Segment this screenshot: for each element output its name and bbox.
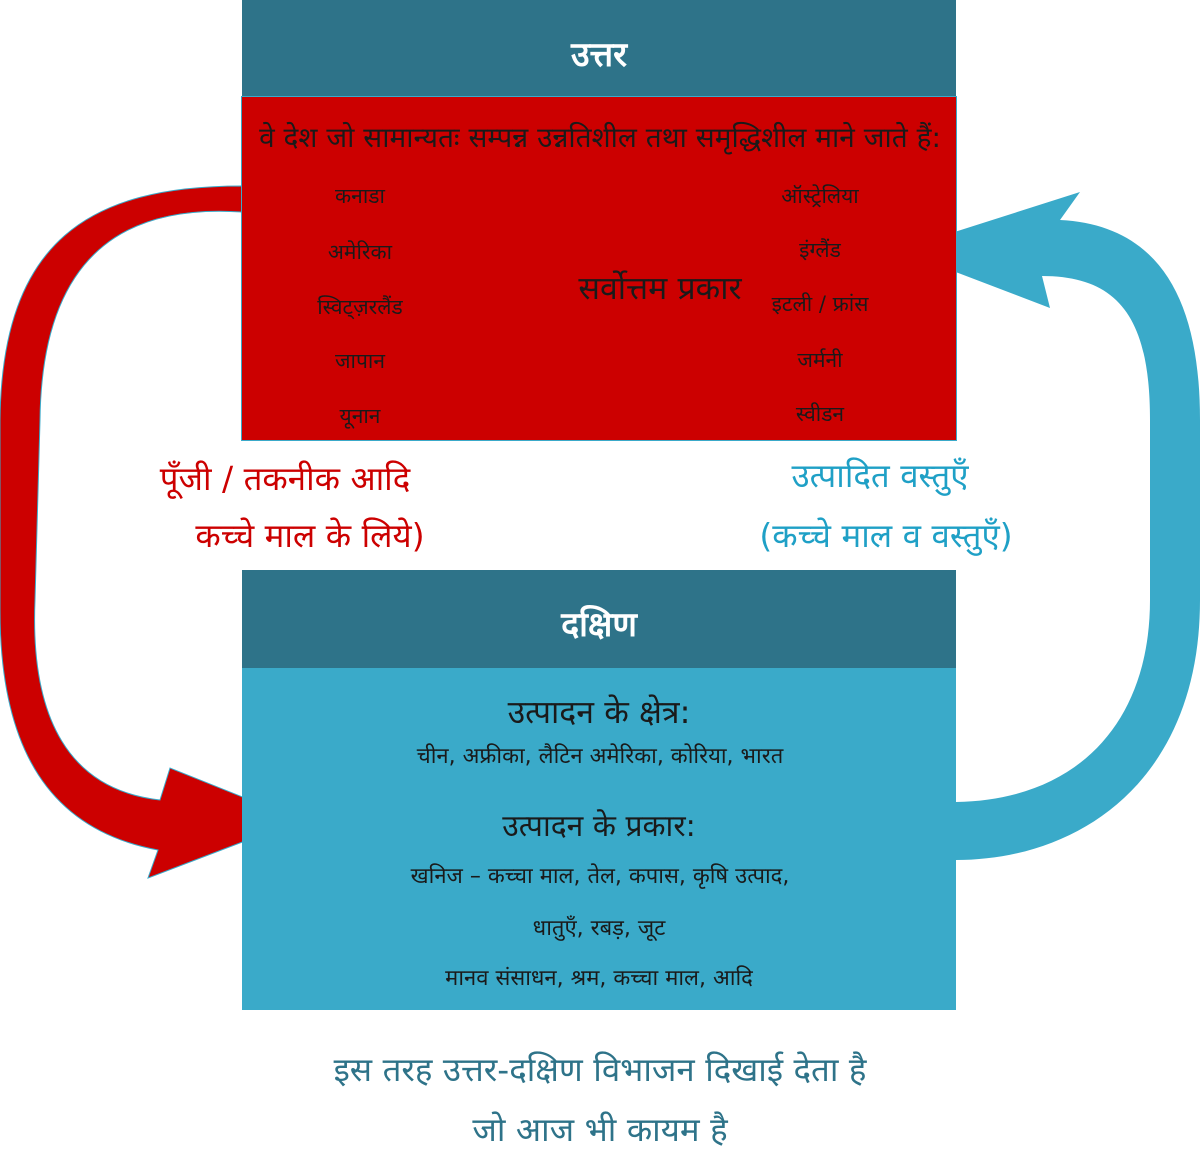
north-title: उत्तर <box>570 35 628 75</box>
country-right-4: जर्मनी <box>797 348 843 372</box>
north-header <box>242 0 956 97</box>
left-flow-label-2: कच्चे माल के लिये) <box>195 516 425 555</box>
right-flow-label-1: उत्पादित वस्तुएँ <box>791 456 969 495</box>
country-left-1: कनाडा <box>335 184 385 208</box>
footer-line-1: इस तरह उत्तर-दक्षिण विभाजन दिखाई देता है <box>333 1050 867 1089</box>
country-left-4: जापान <box>334 349 386 373</box>
country-right-3: इटली / फ्रांस <box>771 292 869 316</box>
north-intro: वे देश जो सामान्यतः सम्पन्न उन्नतिशील तथ… <box>259 121 941 154</box>
south-regions: चीन, अफ्रीका, लैटिन अमेरिका, कोरिया, भार… <box>416 744 784 769</box>
footer-line-2: जो आज भी कायम है <box>472 1110 728 1149</box>
south-title: दक्षिण <box>561 605 637 645</box>
right-flow-label-2: (कच्चे माल व वस्तुएँ) <box>759 516 1013 555</box>
north-center-label: सर्वोत्तम प्रकार <box>578 269 742 307</box>
country-left-3: स्विट्ज़रलैंड <box>317 295 403 319</box>
country-left-2: अमेरिका <box>327 240 393 264</box>
south-body <box>242 668 956 1010</box>
left-flow-label-1: पूँजी / तकनीक आदि <box>159 459 411 498</box>
south-heading-types: उत्पादन के प्रकार: <box>502 809 696 844</box>
south-types-3: मानव संसाधन, श्रम, कच्चा माल, आदि <box>445 966 753 991</box>
south-heading-regions: उत्पादन के क्षेत्र: <box>507 693 691 731</box>
south-types-2: धातुएँ, रबड़, जूट <box>532 916 666 941</box>
north-body <box>241 96 957 441</box>
south-header <box>242 570 956 668</box>
country-right-2: इंग्लैंड <box>799 238 841 262</box>
country-right-5: स्वीडन <box>795 402 845 426</box>
south-types-1: खनिज – कच्चा माल, तेल, कपास, कृषि उत्पाद… <box>410 864 790 889</box>
country-right-1: ऑस्ट्रेलिया <box>781 184 859 208</box>
country-left-5: यूनान <box>339 404 381 428</box>
